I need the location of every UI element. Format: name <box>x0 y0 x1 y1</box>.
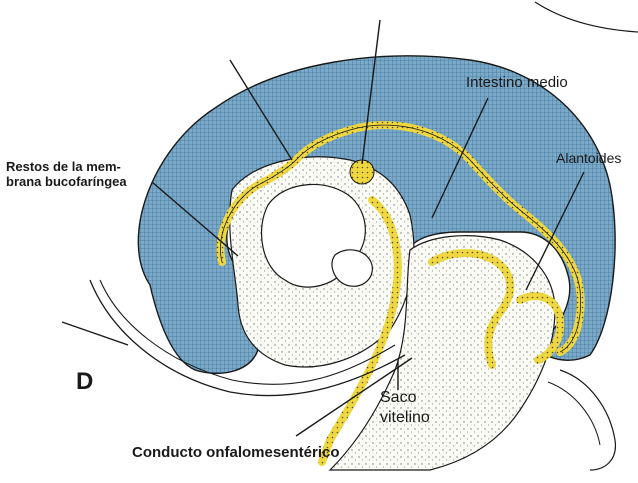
leader-conducto <box>295 357 413 437</box>
label-alantoides: Alantoides <box>556 150 622 166</box>
body-wall-outline <box>89 279 406 397</box>
leader-intestino <box>431 97 489 219</box>
leader-left-tick <box>61 321 129 346</box>
vitelline-duct <box>428 249 515 369</box>
tail-outline <box>559 369 617 471</box>
leader-top-left <box>229 59 293 161</box>
panel-letter: D <box>76 368 94 395</box>
cavity-2 <box>331 249 373 287</box>
label-intestino-medio: Intestino medio <box>466 74 568 91</box>
label-restos-membrana: Restos de la mem- brana bucofaríngea <box>6 159 127 189</box>
leader-alantoides <box>525 171 585 291</box>
leader-top-center <box>361 19 381 165</box>
yolk-stalk <box>318 196 402 466</box>
leader-restos <box>151 181 239 257</box>
allantois-tube <box>516 292 565 364</box>
label-saco-vitelino: Saco vitelino <box>380 389 430 426</box>
label-conducto-onfalomesenterico: Conducto onfalomesentérico <box>132 444 340 461</box>
amnion-arc <box>534 1 638 33</box>
